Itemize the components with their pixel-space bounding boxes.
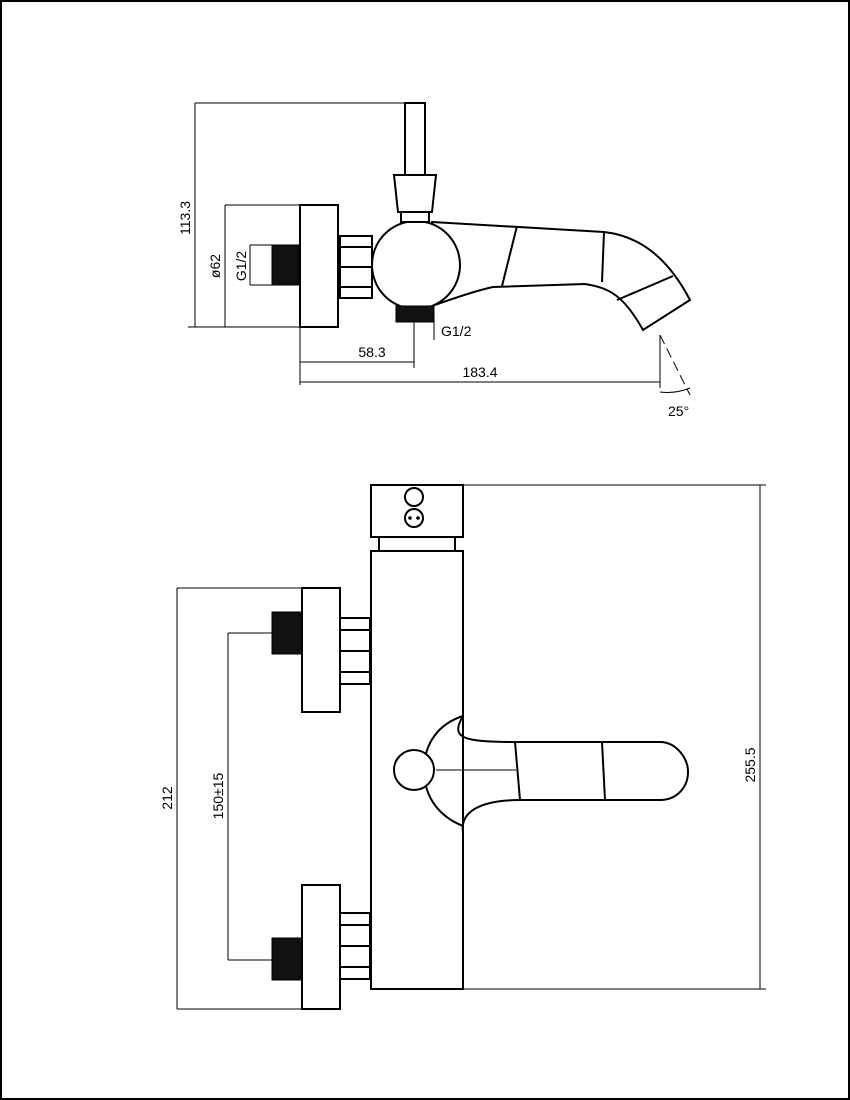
dim-212: 212 xyxy=(159,587,302,1010)
overall-length-label: 183.4 xyxy=(462,364,497,380)
height-dim-label: 113.3 xyxy=(177,201,193,235)
side-view: 113.3 ø62 G1/2 G1/2 58.3 xyxy=(177,102,692,419)
lower-flange xyxy=(301,884,341,1010)
mixer-knob xyxy=(393,749,435,791)
lever-collar xyxy=(392,174,438,213)
lower-hex-nut xyxy=(339,912,371,980)
dim-inlet-thread: G1/2 xyxy=(233,244,272,286)
cap-collar xyxy=(378,536,456,552)
hex-nut xyxy=(339,235,373,299)
lever-stem xyxy=(404,102,426,176)
dim-angle: 25° xyxy=(659,387,691,419)
diameter-dim-label: ø62 xyxy=(207,254,223,278)
top-cap-hole-lower xyxy=(404,508,424,528)
inlet-thread-label: G1/2 xyxy=(233,251,249,282)
spout-seam-1 xyxy=(501,225,518,287)
front-spout-seam-2 xyxy=(601,741,606,801)
spout-seam-3 xyxy=(616,275,674,301)
dim-183-4: 183.4 xyxy=(300,335,661,388)
flow-centerline xyxy=(659,334,691,396)
outlet-thread-block xyxy=(395,305,435,323)
upper-hex-nut xyxy=(339,617,371,685)
front-spout-seam-1 xyxy=(514,741,521,801)
dim-150: 150±15 xyxy=(210,632,272,961)
lever-base xyxy=(400,211,430,223)
dim-113-3: 113.3 xyxy=(177,102,405,328)
front-spout xyxy=(457,712,690,833)
inlet-spacing-label: 150±15 xyxy=(210,772,226,819)
top-cap-hole-upper xyxy=(404,487,424,507)
wall-flange xyxy=(299,204,339,328)
lower-inlet-thread xyxy=(271,937,303,981)
outlet-thread-label: G1/2 xyxy=(441,323,472,339)
dim-diameter: ø62 xyxy=(207,204,300,327)
upper-flange xyxy=(301,587,341,713)
mixer-body-circle xyxy=(371,220,461,310)
front-view: 212 150±15 255.5 xyxy=(159,484,766,1010)
overall-height-label: 212 xyxy=(159,786,175,810)
dim-58-3: 58.3 xyxy=(299,322,415,385)
spout xyxy=(431,220,692,332)
inlet-thread-block xyxy=(271,244,300,286)
spout-offset-label: 58.3 xyxy=(358,344,385,360)
spout-seam-2 xyxy=(601,231,605,283)
dim-outlet-thread: G1/2 xyxy=(433,322,472,340)
upper-inlet-thread xyxy=(271,611,303,655)
dim-255-5: 255.5 xyxy=(463,484,766,990)
total-height-label: 255.5 xyxy=(742,747,758,782)
angle-label: 25° xyxy=(668,403,689,419)
